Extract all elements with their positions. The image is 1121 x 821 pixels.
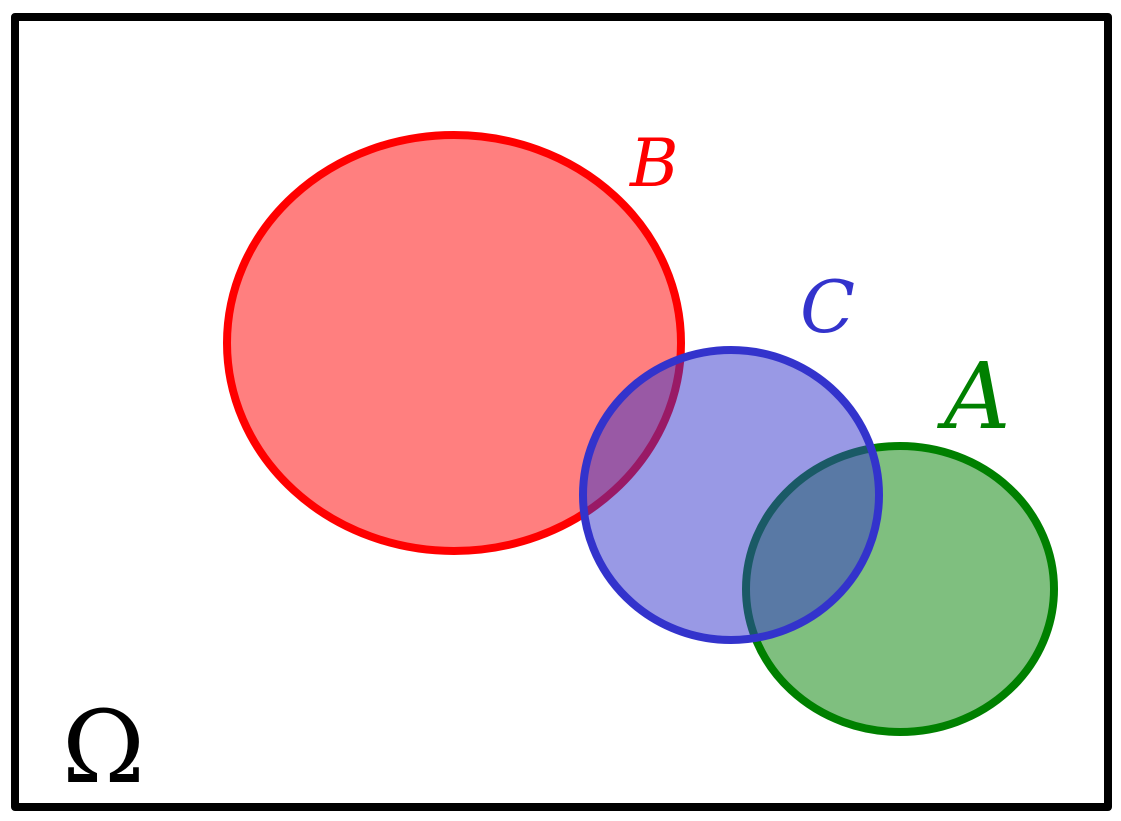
universe-frame — [11, 13, 1112, 811]
set-a-label: A — [936, 343, 1010, 450]
set-c-circle — [579, 346, 883, 644]
set-b-label: B — [629, 125, 679, 202]
universe-label: Ω — [62, 689, 145, 806]
set-c-label: C — [800, 265, 855, 349]
set-b-circle — [223, 131, 685, 555]
